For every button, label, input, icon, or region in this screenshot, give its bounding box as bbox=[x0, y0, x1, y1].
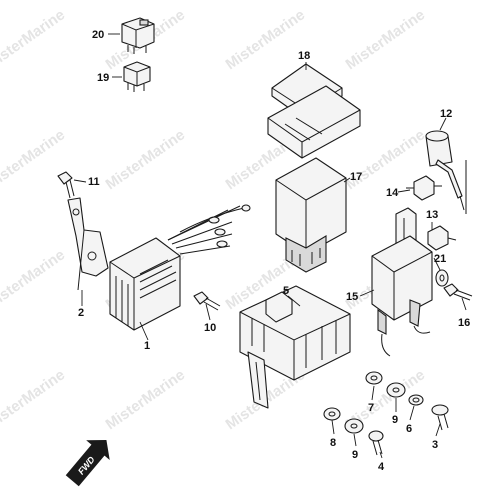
watermark-text: MisterMarine bbox=[0, 246, 68, 313]
callout-5: 5 bbox=[283, 285, 289, 297]
watermark-text: MisterMarine bbox=[0, 126, 68, 193]
cover-part-18 bbox=[267, 63, 361, 159]
callout-8: 8 bbox=[330, 437, 336, 449]
ecu-part-17 bbox=[275, 157, 347, 273]
fwd-indicator: FWD bbox=[65, 440, 110, 487]
grommet-part-9-upper bbox=[386, 382, 406, 398]
grommet-part-9-lower bbox=[344, 418, 364, 434]
callout-16: 16 bbox=[458, 317, 470, 329]
holder-part-5 bbox=[239, 285, 351, 409]
watermark-text: MisterMarine bbox=[103, 366, 189, 433]
callout-labels: 20 19 18 17 12 14 13 21 15 16 11 2 1 10 … bbox=[78, 29, 470, 473]
callout-11: 11 bbox=[88, 176, 100, 188]
bolt-part-11 bbox=[57, 171, 75, 199]
washer-part-21 bbox=[435, 269, 449, 287]
callout-19: 19 bbox=[97, 72, 109, 84]
plug-cap-part-12 bbox=[425, 130, 467, 214]
collar-part-6 bbox=[408, 394, 424, 406]
callout-20: 20 bbox=[92, 29, 104, 41]
ignition-coil-part-15 bbox=[371, 207, 433, 357]
callout-21: 21 bbox=[434, 253, 446, 265]
callout-7: 7 bbox=[368, 402, 374, 414]
bolt-part-3 bbox=[431, 404, 449, 431]
callout-3: 3 bbox=[432, 439, 438, 451]
watermark-text: MisterMarine bbox=[0, 366, 68, 433]
callout-9-upper: 9 bbox=[392, 414, 398, 426]
callout-15: 15 bbox=[346, 291, 358, 303]
callout-1: 1 bbox=[144, 340, 150, 352]
callout-2: 2 bbox=[78, 307, 84, 319]
bolt-part-4 bbox=[368, 430, 384, 456]
watermark-text: MisterMarine bbox=[223, 6, 309, 73]
watermark-text: MisterMarine bbox=[343, 6, 429, 73]
grommet-part-8 bbox=[323, 407, 341, 421]
watermark-text: MisterMarine bbox=[0, 6, 68, 73]
relay-part-20 bbox=[121, 17, 155, 54]
sensor-part-14 bbox=[406, 175, 442, 201]
bracket-part-2 bbox=[67, 197, 109, 291]
callout-9-lower: 9 bbox=[352, 449, 358, 461]
grommet-part-7 bbox=[365, 371, 383, 385]
bolt-part-10 bbox=[193, 291, 221, 311]
callout-6: 6 bbox=[406, 423, 412, 435]
leader-lines bbox=[73, 33, 467, 459]
regulator-part-1 bbox=[109, 204, 251, 331]
relay-part-19 bbox=[123, 61, 151, 92]
watermark-text: MisterMarine bbox=[103, 126, 189, 193]
callout-18: 18 bbox=[298, 50, 310, 62]
bolt-part-16 bbox=[443, 283, 473, 301]
connector-part-13 bbox=[427, 225, 457, 251]
callout-10: 10 bbox=[204, 322, 216, 334]
callout-14: 14 bbox=[386, 187, 399, 199]
callout-12: 12 bbox=[440, 108, 452, 120]
callout-4: 4 bbox=[378, 461, 385, 473]
callout-13: 13 bbox=[426, 209, 438, 221]
callout-17: 17 bbox=[350, 171, 362, 183]
